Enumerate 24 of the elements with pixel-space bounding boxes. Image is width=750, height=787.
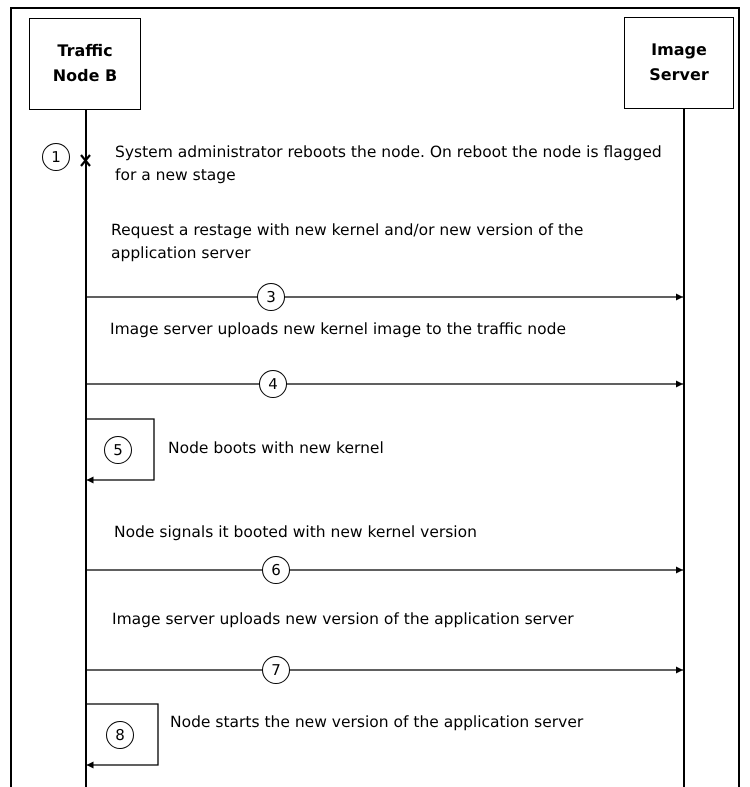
message-arrow <box>86 666 683 674</box>
message-text: Image server uploads new kernel image to the traffic node <box>110 319 567 340</box>
lifeline <box>683 109 684 787</box>
self-message-arrow <box>86 703 159 768</box>
step-number: 4 <box>259 370 287 398</box>
message-arrow <box>86 294 683 300</box>
message-text: System administrator reboots the node. On reboot the node is flagged for a new stage <box>115 142 663 186</box>
participant-box: Traffic Node B <box>29 18 141 110</box>
step-number: 3 <box>257 283 285 311</box>
step-number: 7 <box>262 656 290 684</box>
self-message-arrow <box>86 418 155 484</box>
step-number: 1 <box>42 143 70 171</box>
step-number: 8 <box>106 721 134 749</box>
message-text: Node signals it booted with new kernel version <box>114 522 478 543</box>
step-number: 5 <box>104 436 132 464</box>
message-arrow <box>86 566 683 574</box>
step-number: 6 <box>262 556 290 584</box>
message-text: Image server uploads new version of the application server <box>112 609 575 630</box>
message-arrow <box>86 380 683 388</box>
message-text: Request a restage with new kernel and/or new version of the application server <box>111 220 584 264</box>
message-text: Node starts the new version of the application server <box>170 712 584 733</box>
message-text: Node boots with new kernel <box>168 438 385 459</box>
participant-box: Image Server <box>624 17 734 109</box>
lifeline <box>85 110 86 787</box>
